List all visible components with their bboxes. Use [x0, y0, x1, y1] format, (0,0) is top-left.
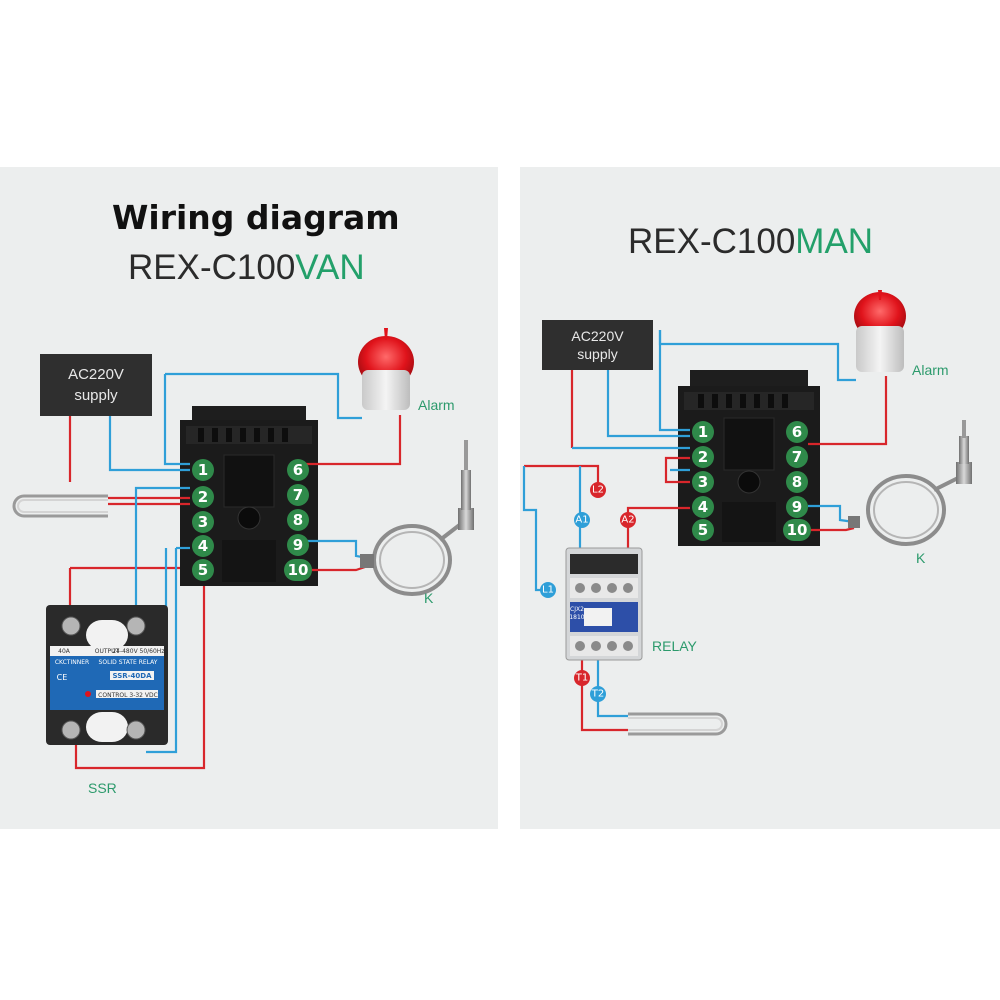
ssr-voltage-text: 24-480V	[112, 648, 138, 655]
terminal-2-label: 2	[698, 448, 708, 466]
terminal-3-label: 3	[198, 513, 208, 531]
terminal-7-label: 7	[792, 448, 802, 466]
diagram-title: Wiring diagram	[112, 198, 400, 237]
model-name-left: REX-C100VAN	[128, 248, 365, 288]
supply-box-right: AC220V supply	[542, 320, 653, 370]
relay-label: RELAY	[652, 638, 697, 654]
model-prefix-right: REX-C100	[628, 222, 796, 261]
supply-line1-left: AC220V	[68, 366, 124, 383]
tag-a2: A2	[621, 515, 634, 526]
terminal-4-label: 4	[198, 537, 208, 555]
tag-l2: L2	[592, 485, 604, 496]
terminal-5-label: 5	[198, 561, 208, 579]
supply-line2-left: supply	[74, 387, 118, 404]
k-label-right: K	[916, 550, 926, 566]
heater-element-right	[628, 712, 728, 736]
supply-box-left: AC220V supply	[40, 354, 152, 416]
supply-line2-right: supply	[577, 346, 618, 362]
terminal-4-label: 4	[698, 498, 708, 516]
ssr-ce-mark: CE	[57, 673, 68, 682]
ssr-brand-text: CKCTINNER	[55, 659, 89, 666]
terminal-3-label: 3	[698, 473, 708, 491]
k-label-left: K	[424, 590, 434, 606]
model-prefix-left: REX-C100	[128, 248, 296, 287]
relay-model-line2: 1810	[569, 614, 584, 621]
ssr-rating-text: 40A	[58, 648, 71, 655]
terminal-9-label: 9	[293, 536, 303, 554]
terminal-8-label: 8	[792, 473, 802, 491]
terminal-6-label: 6	[293, 461, 303, 479]
terminal-10-label: 10	[288, 561, 309, 579]
alarm-label-right: Alarm	[912, 362, 949, 378]
terminal-6-label: 6	[792, 423, 802, 441]
ssr-title-text: SOLID STATE RELAY	[99, 659, 158, 666]
thermocouple-probe-left	[360, 440, 474, 596]
ssr-label: SSR	[88, 780, 117, 796]
relay-model-line1: CJX2	[570, 606, 584, 613]
model-suffix-left: VAN	[295, 248, 365, 287]
tag-t1: T1	[575, 673, 588, 684]
alarm-lamp-left	[358, 328, 414, 410]
terminal-8-label: 8	[293, 511, 303, 529]
terminal-5-label: 5	[698, 521, 708, 539]
terminal-1-label: 1	[198, 461, 208, 479]
terminal-10-label: 10	[787, 521, 808, 539]
contactor-relay: CJX2 1810	[565, 547, 643, 661]
alarm-label-left: Alarm	[418, 397, 455, 413]
terminals-right-controller-left: 6 7 8 9 10	[284, 459, 312, 581]
terminals-left-controller-left: 1 2 3 4 5	[192, 459, 214, 581]
tag-l1: L1	[542, 585, 554, 596]
tag-a1: A1	[575, 515, 588, 526]
supply-line1-right: AC220V	[571, 328, 624, 344]
heater-element-left	[12, 494, 108, 518]
terminal-1-label: 1	[698, 423, 708, 441]
thermocouple-probe-right	[848, 420, 972, 546]
relay-terminal-tags: L2 A1 A2 L1 T1 T2	[540, 482, 636, 702]
model-suffix-right: MAN	[795, 222, 874, 261]
model-name-right: REX-C100MAN	[628, 222, 873, 262]
tag-t2: T2	[591, 689, 604, 700]
ssr-control-text: CONTROL 3-32 VDC	[98, 692, 158, 699]
terminal-9-label: 9	[792, 498, 802, 516]
ssr-model-text: SSR-40DA	[112, 672, 152, 680]
solid-state-relay: OUTPUT 40A 24-480V 50/60Hz CKCTINNER SOL…	[46, 605, 168, 745]
terminals-right-controller-right: 6 7 8 9 10	[783, 421, 811, 541]
alarm-lamp-right	[854, 290, 906, 372]
ssr-freq-text: 50/60Hz	[140, 648, 165, 655]
terminal-2-label: 2	[198, 488, 208, 506]
terminals-left-controller-right: 1 2 3 4 5	[692, 421, 714, 541]
terminal-7-label: 7	[293, 486, 303, 504]
wires-right	[522, 330, 888, 732]
ssr-output-text: OUTPUT	[95, 648, 120, 655]
